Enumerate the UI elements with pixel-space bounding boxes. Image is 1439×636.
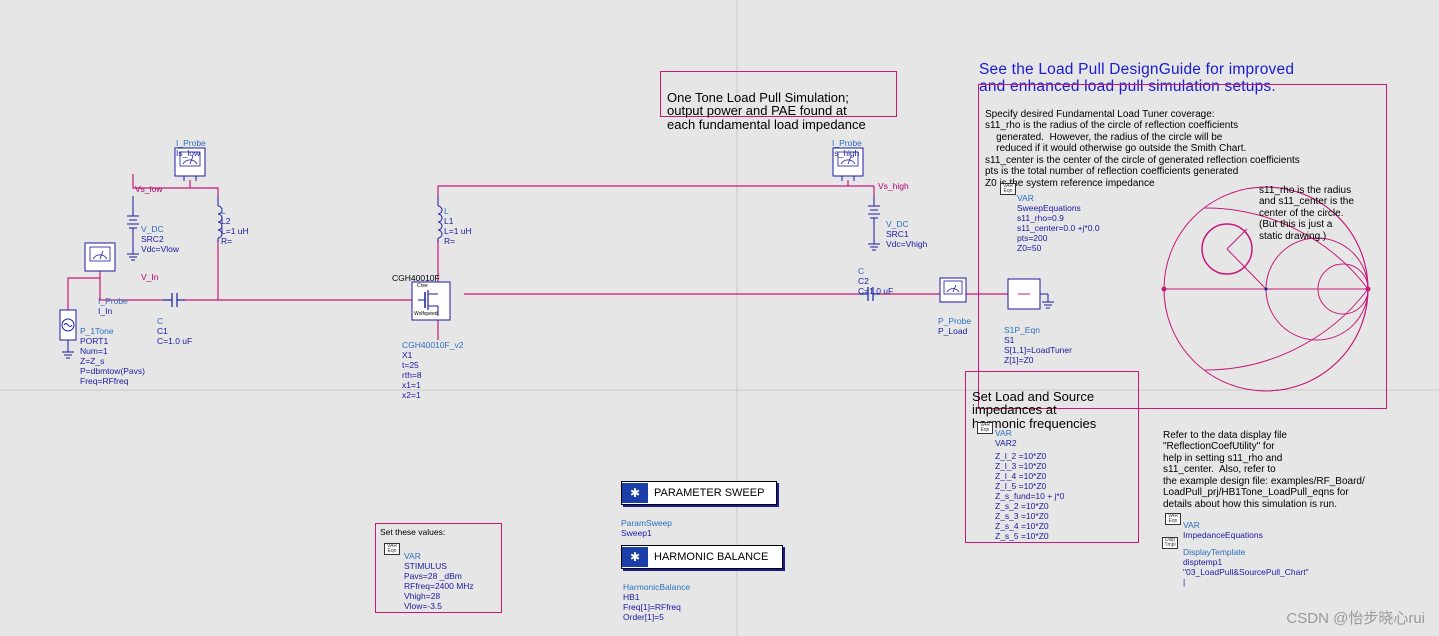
harmonic-balance-controller[interactable]: ✱ HARMONIC BALANCE bbox=[621, 545, 783, 569]
harmonic-balance-label: HARMONIC BALANCE bbox=[654, 551, 769, 563]
stimulus-box bbox=[375, 523, 502, 613]
sim-note: One Tone Load Pull Simulation;output pow… bbox=[667, 89, 866, 132]
param-sweep-controller[interactable]: ✱ PARAMETER SWEEP bbox=[621, 481, 777, 505]
harmonic-balance-icon: ✱ bbox=[622, 547, 648, 567]
transistor-chip-top: Cree bbox=[417, 283, 428, 289]
wires bbox=[67, 174, 1008, 340]
capacitor-c1-symbol[interactable] bbox=[163, 293, 185, 307]
sim-note-box bbox=[660, 71, 897, 117]
src2-symbol[interactable] bbox=[127, 196, 139, 261]
sweep-icon: ✱ bbox=[622, 483, 648, 503]
src1-symbol[interactable] bbox=[868, 196, 880, 251]
s1p-symbol[interactable] bbox=[1007, 278, 1054, 310]
node-vs-high: Vs_high bbox=[878, 181, 909, 191]
inductor-l2-symbol[interactable] bbox=[217, 196, 223, 242]
tuner-note: Specify desired Fundamental Load Tuner c… bbox=[985, 108, 1300, 189]
harmonic-note-box bbox=[965, 371, 1139, 543]
tuner-note-box bbox=[978, 84, 1387, 409]
probe-i-in-symbol[interactable] bbox=[84, 242, 116, 272]
probe-is-high-symbol[interactable] bbox=[832, 147, 864, 181]
stimulus-title: Set these values: bbox=[380, 527, 446, 537]
probe-p-load-symbol[interactable] bbox=[939, 277, 967, 303]
transistor-chip-bottom: Wolfspeed bbox=[414, 311, 438, 317]
transistor-type: CGH40010F bbox=[392, 273, 440, 283]
node-vs-low: Vs_low bbox=[135, 184, 163, 194]
port1-symbol[interactable] bbox=[59, 309, 77, 359]
watermark: CSDN @怡步晓心rui bbox=[1286, 610, 1425, 627]
refer-note: Refer to the data display file"Reflectio… bbox=[1163, 429, 1365, 510]
node-v-in: V_In bbox=[141, 272, 159, 282]
smith-chart bbox=[1161, 186, 1371, 392]
header-note: See the Load Pull DesignGuide for improv… bbox=[979, 61, 1295, 95]
param-sweep-label: PARAMETER SWEEP bbox=[654, 487, 765, 499]
capacitor-c2-symbol[interactable] bbox=[860, 287, 880, 301]
transistor-symbol[interactable] bbox=[411, 281, 451, 321]
inductor-l1-symbol[interactable] bbox=[437, 196, 443, 242]
probe-is-low-symbol[interactable] bbox=[174, 147, 206, 181]
